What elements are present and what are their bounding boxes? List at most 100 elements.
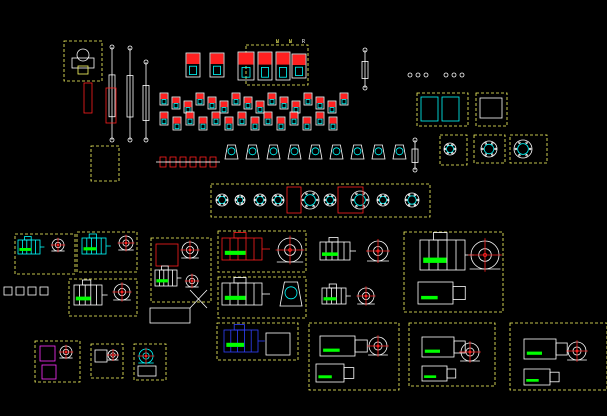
hydraulic-cylinder (126, 45, 134, 143)
hydraulic-cylinder (142, 59, 150, 143)
valve-port (213, 65, 221, 75)
valve-body (207, 96, 217, 110)
valve-symbol (328, 116, 338, 131)
valve-top (244, 97, 252, 104)
valve-symbol (267, 92, 277, 106)
flange-disc (480, 140, 498, 158)
valve-body (276, 116, 286, 131)
red-flange-block (337, 186, 364, 214)
valve-symbol (172, 116, 182, 131)
valve-port (245, 103, 251, 109)
valve-port (304, 123, 310, 130)
valve-port (189, 65, 197, 75)
valve-symbol (302, 116, 312, 131)
terminal-box (233, 324, 245, 331)
valve-top (186, 112, 194, 119)
valve-top (238, 52, 254, 65)
valve-port (197, 99, 203, 105)
bolt-hole (379, 194, 382, 198)
bolt-hole (446, 151, 449, 155)
flange-rim (271, 193, 285, 207)
bolt-hole (529, 147, 532, 151)
terminal-box (328, 237, 339, 243)
motor-side-view (221, 277, 270, 306)
valve-port (295, 66, 303, 76)
bolt-hole (408, 203, 411, 207)
valve-symbol (224, 116, 234, 131)
bolt-hole (379, 202, 382, 206)
valve-symbol (209, 52, 225, 78)
dashed-frame (34, 340, 81, 383)
valve-symbol (237, 111, 247, 126)
motor-side-view (73, 279, 108, 306)
valve-port (317, 118, 323, 125)
valve-body (315, 96, 325, 110)
top-labels: Ы Ы R (276, 39, 306, 45)
block-flange (446, 368, 457, 379)
bearing-bore (227, 147, 236, 156)
valve-port (239, 118, 245, 125)
valve-symbol (255, 100, 265, 114)
bolt-hole (256, 202, 259, 206)
motor-side-view (321, 283, 351, 305)
bearing-housing-outline (329, 144, 344, 160)
bolt-hole (384, 194, 387, 198)
motor-side-view (81, 233, 111, 255)
bolt-hole (413, 203, 417, 207)
valve-symbol (171, 96, 181, 110)
valve-top (303, 117, 311, 124)
valve-top (172, 97, 180, 104)
dashed-frame (509, 134, 548, 164)
valve-top (199, 117, 207, 124)
bearing-housing-outline (371, 144, 386, 160)
valve-port (241, 67, 251, 78)
bolt-hole (331, 194, 334, 198)
motor-block (523, 368, 560, 386)
motor-end-view (459, 341, 481, 363)
bolt-hole (279, 194, 282, 198)
flange-rim (350, 190, 370, 210)
valve-body (275, 51, 291, 81)
valve-symbol (257, 51, 273, 81)
nameplate (526, 351, 543, 355)
bolt-hole (316, 198, 319, 202)
valve-port (226, 123, 232, 130)
rod-eye (143, 59, 149, 65)
bearing-housing (287, 144, 302, 160)
bolt-hole (234, 198, 238, 202)
terminal-box (328, 283, 337, 289)
bolt-hole (218, 202, 221, 206)
valve-body (159, 92, 169, 106)
small-motor-symbol (39, 345, 56, 362)
terminal-symbol (27, 286, 37, 296)
small-fitting (443, 72, 449, 78)
valve-port (213, 118, 219, 125)
valve-body (339, 92, 349, 106)
bolt-hole (274, 194, 277, 198)
motor-end-view (112, 282, 132, 302)
dashed-frame (216, 322, 299, 361)
valve-symbol (159, 92, 169, 106)
cylinder-barrel (411, 148, 419, 163)
terminal-symbol (15, 286, 25, 296)
flange-disc (234, 194, 246, 206)
valve-top (292, 101, 300, 108)
valve-top (225, 117, 233, 124)
valve-symbol (303, 92, 313, 106)
block-flange (452, 285, 466, 300)
dashed-frame (403, 231, 504, 313)
motor-end-view (137, 347, 155, 365)
end-box (265, 332, 291, 356)
valve-body (279, 96, 289, 110)
terminal-box (233, 232, 247, 239)
bearing-housing-outline (287, 144, 302, 160)
valve-port (291, 118, 297, 125)
small-base (137, 365, 157, 377)
valve-top (186, 53, 200, 65)
valve-port (341, 99, 347, 105)
bolt-hole (481, 147, 484, 151)
valve-body (219, 100, 229, 114)
valve-port (330, 123, 336, 130)
